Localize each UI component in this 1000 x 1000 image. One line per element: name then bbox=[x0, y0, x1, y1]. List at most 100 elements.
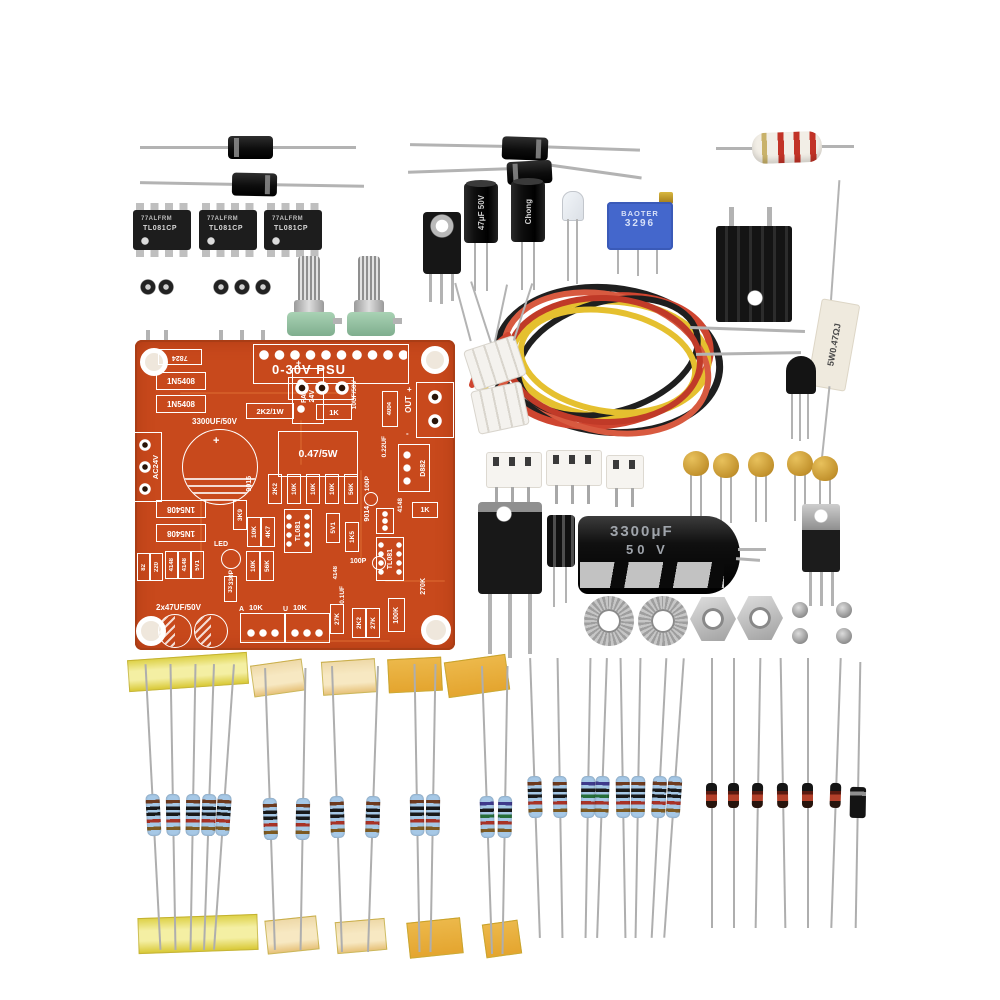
pcb-label: 2K2 bbox=[355, 617, 363, 629]
pcb-label: 2K2 bbox=[271, 483, 279, 495]
hex-nut bbox=[690, 597, 736, 641]
silkscreen-box: 2K2 bbox=[352, 608, 366, 638]
to126-transistor bbox=[423, 212, 461, 274]
silkscreen-box: 1N5408 bbox=[156, 500, 206, 518]
pcb-label: 33 bbox=[227, 585, 234, 593]
capacitor-label: 47μF 50V bbox=[476, 195, 486, 231]
opamp-ic: 77ALFRM TL081CP bbox=[264, 203, 322, 257]
opamp-ic: 77ALFRM TL081CP bbox=[133, 203, 191, 257]
component-lead bbox=[270, 146, 356, 149]
potentiometer-shaft bbox=[298, 256, 320, 306]
hex-nut bbox=[737, 596, 783, 640]
ic-part-number: TL081CP bbox=[209, 225, 244, 232]
pcb-label: 2K2/1W bbox=[256, 406, 284, 416]
pcb-label: 10K bbox=[249, 560, 257, 572]
silkscreen-box: 56K bbox=[260, 551, 274, 581]
component-lead bbox=[818, 145, 854, 148]
metal-film-resistor bbox=[495, 666, 514, 954]
pcb-pad-row bbox=[288, 377, 354, 400]
pcb-label: 0.47/5W bbox=[298, 448, 338, 460]
pcb-label: 56K bbox=[347, 483, 355, 495]
component-lead bbox=[799, 394, 801, 441]
pcb-label: U bbox=[283, 606, 289, 613]
pcb-label: 10UF/50V bbox=[351, 380, 358, 410]
silkscreen-box: 220 bbox=[150, 553, 163, 581]
metal-film-resistor bbox=[294, 668, 313, 950]
component-lead bbox=[831, 572, 834, 606]
ceramic-disc-capacitor bbox=[748, 452, 774, 522]
pcb-label: 1N5408 bbox=[166, 504, 196, 514]
component-lead bbox=[729, 207, 734, 229]
jst-header bbox=[486, 452, 542, 506]
silkscreen-box: 4004 bbox=[382, 391, 398, 427]
washer bbox=[638, 596, 688, 646]
to220-regulator-tab bbox=[802, 504, 840, 532]
pcb-label: 4148 bbox=[397, 498, 404, 513]
opamp-ic: 77ALFRM TL081CP bbox=[199, 203, 257, 257]
pcb-label: 1K bbox=[420, 506, 430, 514]
footprint-hatch bbox=[195, 615, 211, 647]
pcb-label: + bbox=[213, 435, 220, 447]
pcb-label: 27K bbox=[333, 613, 341, 625]
component-lead bbox=[656, 250, 658, 274]
pcb-label: 1K bbox=[329, 407, 339, 417]
jst-header bbox=[606, 455, 644, 507]
pcb-label: 100P bbox=[364, 476, 371, 492]
potentiometer bbox=[347, 312, 395, 336]
component-lead bbox=[567, 219, 569, 281]
zener-diode bbox=[775, 658, 792, 928]
silkscreen-box: 4148 bbox=[165, 551, 178, 579]
transistor-footprint bbox=[376, 508, 394, 534]
ceramic-disc-capacitor bbox=[713, 453, 739, 523]
component-lead bbox=[565, 567, 567, 603]
pcb-trace bbox=[385, 580, 445, 582]
ic-footprint: TL081 bbox=[284, 509, 312, 553]
pcb-label: 4148 bbox=[181, 558, 188, 572]
pcb-label: 1N5408 bbox=[166, 399, 196, 409]
component-lead bbox=[140, 146, 232, 149]
zener-diode bbox=[750, 658, 767, 928]
component-lead bbox=[429, 274, 432, 302]
pcb-label: + bbox=[407, 385, 412, 394]
pcb-label: 5V1 bbox=[194, 559, 201, 571]
capacitor-footprint bbox=[372, 556, 386, 570]
pcb-label: D882 bbox=[420, 459, 427, 477]
zener-diode bbox=[728, 658, 740, 928]
component-lead bbox=[807, 394, 809, 439]
capacitor-voltage: 50 V bbox=[626, 542, 669, 557]
component-lead bbox=[829, 180, 841, 306]
rectifier-diode-small bbox=[850, 662, 867, 928]
silkscreen-box: 1N5408 bbox=[156, 372, 206, 390]
silkscreen-box: 2K2 bbox=[268, 474, 282, 504]
metal-film-resistor bbox=[629, 658, 648, 938]
capacitor-footprint bbox=[364, 492, 378, 506]
component-lead bbox=[809, 572, 812, 606]
silkscreen-box: AC24V bbox=[134, 432, 162, 502]
screw bbox=[792, 602, 808, 618]
component-lead bbox=[716, 147, 756, 150]
trimmer-brand: BAOTER bbox=[621, 209, 659, 218]
washer bbox=[584, 596, 634, 646]
silkscreen-box: 4K7 bbox=[261, 517, 275, 547]
potentiometer-bushing bbox=[354, 300, 384, 314]
potentiometer bbox=[287, 312, 335, 336]
capacitor-value: 3300μF bbox=[610, 523, 674, 540]
component-lead bbox=[549, 163, 642, 180]
pcb-label: 10K bbox=[249, 603, 263, 612]
capacitor-footprint bbox=[158, 614, 192, 648]
silkscreen-box: 5V1 bbox=[191, 551, 204, 579]
rectifier-diode bbox=[228, 136, 273, 159]
potentiometer-tab bbox=[333, 318, 342, 324]
ic-part-number: TL081CP bbox=[274, 225, 309, 232]
potentiometer-shaft bbox=[358, 256, 380, 306]
heatsink bbox=[716, 226, 792, 322]
pcb-label: 0.22UF bbox=[381, 436, 388, 458]
trimmer-potentiometer: BAOTER 3296 bbox=[607, 202, 673, 250]
metal-film-resistor bbox=[164, 664, 183, 950]
zener-diode bbox=[825, 658, 846, 928]
mounting-hole bbox=[140, 348, 168, 376]
silkscreen-box: D882 bbox=[398, 444, 430, 492]
silkscreen-box: 10K bbox=[325, 474, 339, 504]
silkscreen-box: 33 bbox=[224, 576, 237, 602]
pcb-label: + bbox=[296, 358, 302, 368]
